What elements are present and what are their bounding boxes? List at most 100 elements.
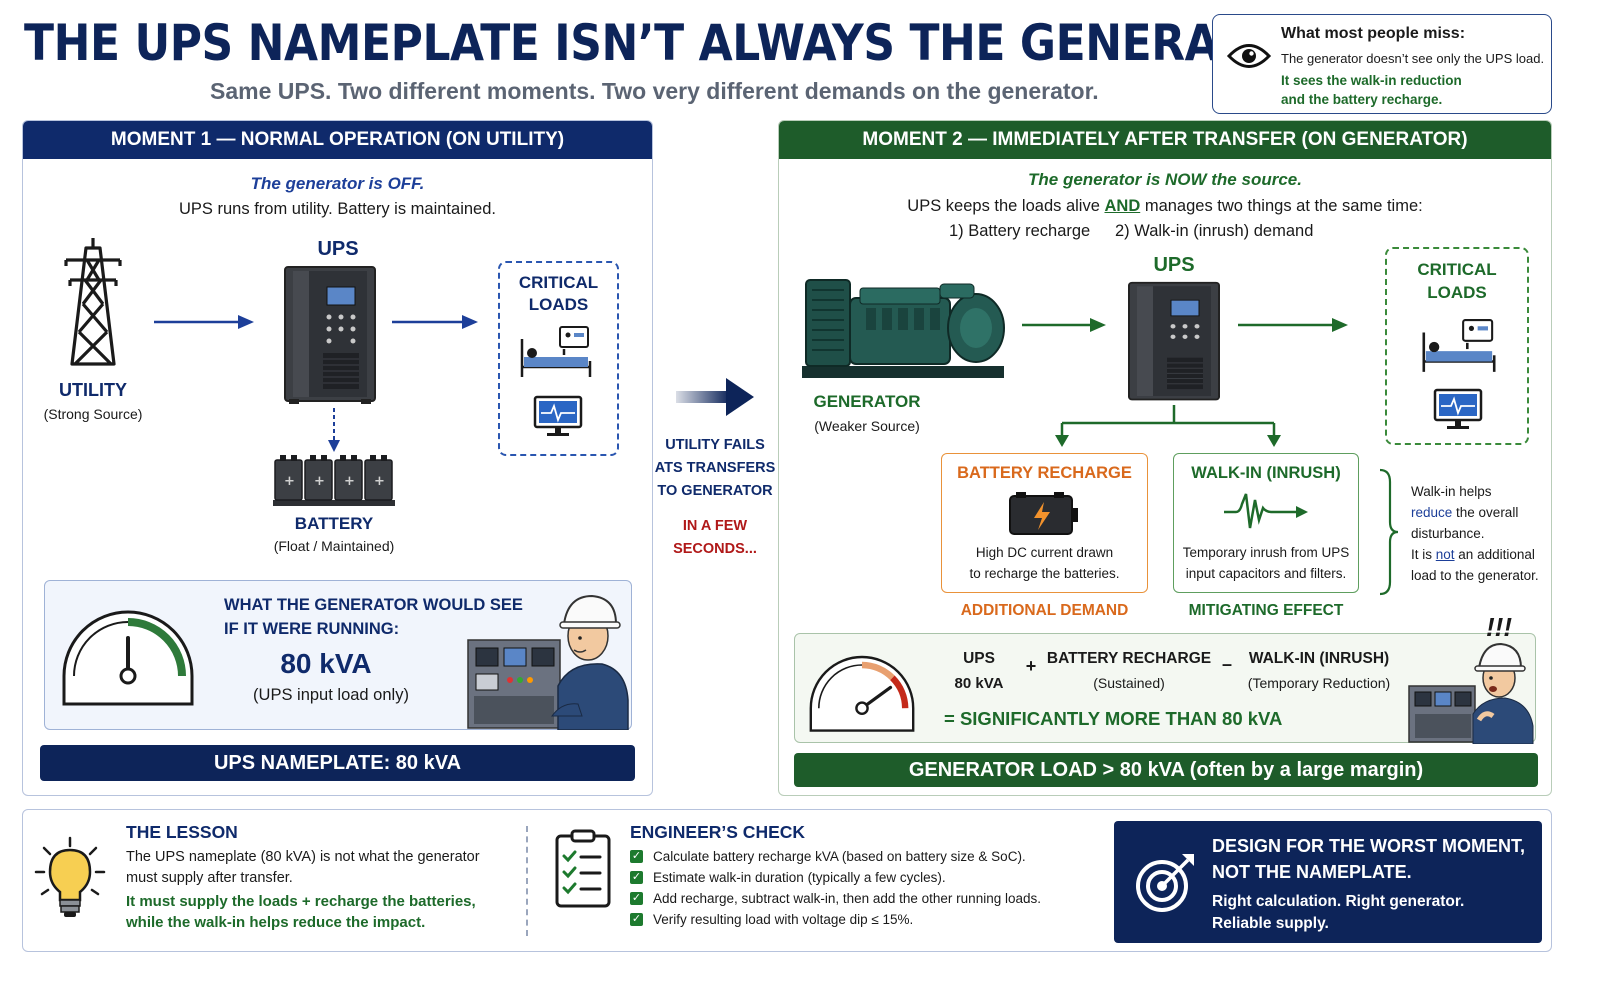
battery-sub: (Float / Maintained) xyxy=(273,538,395,554)
battery-bank-icon: ++++ xyxy=(271,452,397,508)
eq-plus: + xyxy=(1025,656,1037,676)
moment2-desc: UPS keeps the loads alive AND manages tw… xyxy=(778,197,1552,216)
transition-warning-line: SECONDS... xyxy=(673,541,757,557)
eye-icon xyxy=(1227,41,1271,71)
moment1-status: The generator is OFF. xyxy=(250,174,425,193)
battery-charging-icon xyxy=(1006,490,1082,536)
gauge-title-line: WHAT THE GENERATOR WOULD SEE xyxy=(224,596,523,614)
walkin-note-emph: reduce xyxy=(1411,505,1453,520)
lesson-line: must supply after transfer. xyxy=(126,870,293,886)
target-icon xyxy=(1134,850,1198,914)
eq-walkin: WALK-IN (INRUSH) xyxy=(1248,650,1390,667)
check-title: ENGINEER’S CHECK xyxy=(630,822,806,842)
eq-recharge-sub: (Sustained) xyxy=(1093,675,1165,691)
lesson-title: THE LESSON xyxy=(126,822,238,842)
ups-label: UPS xyxy=(317,238,359,260)
walkin-tag: MITIGATING EFFECT xyxy=(1188,602,1344,619)
callout-line: and the battery recharge. xyxy=(1281,92,1443,107)
critical-loads-line: CRITICAL xyxy=(1417,260,1497,279)
transition-line: UTILITY FAILS xyxy=(665,437,765,453)
critical-loads-line: LOADS xyxy=(528,295,589,314)
clipboard-checklist-icon xyxy=(554,828,612,908)
ups-cabinet-icon xyxy=(1127,281,1221,403)
svg-text:+: + xyxy=(284,474,295,489)
walkin-desc: Temporary inrush from UPS input capacito… xyxy=(1173,542,1359,584)
lesson-line: It must supply the loads + recharge the … xyxy=(126,893,476,910)
eq-result: = SIGNIFICANTLY MORE THAN 80 kVA xyxy=(944,708,1283,729)
eq-recharge: BATTERY RECHARGE xyxy=(1046,650,1212,667)
checkbox-checked-icon: ✓ xyxy=(630,871,643,884)
walkin-note-text: an additional xyxy=(1454,547,1535,562)
recharge-desc-line: High DC current drawn xyxy=(975,545,1114,560)
check-item-text: Calculate battery recharge kVA (based on… xyxy=(653,849,1026,864)
generator-label: GENERATOR xyxy=(813,392,921,411)
recharge-title: BATTERY RECHARGE xyxy=(957,464,1132,482)
eq-minus: – xyxy=(1221,654,1232,674)
big-arrow-icon xyxy=(674,376,756,418)
arrow-right-icon xyxy=(152,312,256,332)
design-heading: DESIGN FOR THE WORST MOMENT, NOT THE NAM… xyxy=(1212,833,1525,885)
section-divider xyxy=(526,826,528,936)
moment2-desc-text: manages two things at the same time: xyxy=(1140,197,1423,215)
lightbulb-icon xyxy=(34,836,106,920)
walkin-note-line: disturbance. xyxy=(1411,526,1485,541)
check-item-text: Estimate walk-in duration (typically a f… xyxy=(653,870,946,885)
monitor-icon xyxy=(533,395,583,439)
exclamation-marks: !!! xyxy=(1486,612,1512,642)
lesson-line: The UPS nameplate (80 kVA) is not what t… xyxy=(126,849,480,865)
check-item: ✓Calculate battery recharge kVA (based o… xyxy=(630,849,1041,864)
transition-line: TO GENERATOR xyxy=(657,483,773,499)
transition-warning-line: IN A FEW xyxy=(682,518,748,534)
utility-label: UTILITY xyxy=(59,380,127,400)
checkbox-checked-icon: ✓ xyxy=(630,892,643,905)
transition-line: ATS TRANSFERS xyxy=(654,460,776,476)
lesson-line: while the walk-in helps reduce the impac… xyxy=(126,914,426,931)
critical-loads-label: CRITICAL LOADS xyxy=(1385,258,1529,304)
walk-in-box xyxy=(1173,453,1359,593)
checkbox-checked-icon: ✓ xyxy=(630,913,643,926)
walkin-note-line: Walk-in helps xyxy=(1411,484,1492,499)
hospital-bed-icon xyxy=(1418,318,1500,376)
critical-loads-box xyxy=(498,261,619,456)
generator-load-bar: GENERATOR LOAD > 80 kVA (often by a larg… xyxy=(794,753,1538,787)
check-item: ✓ Verify resulting load with voltage dip … xyxy=(630,912,1041,927)
arrow-right-icon xyxy=(1236,315,1350,335)
check-item: ✓ Add recharge, subtract walk-in, then ad… xyxy=(630,891,1041,906)
design-heading-line: NOT THE NAMEPLATE. xyxy=(1212,862,1412,882)
callout-title: What most people miss: xyxy=(1281,25,1466,42)
battery-label: BATTERY xyxy=(294,514,374,533)
check-item-text: Verify resulting load with voltage dip ≤… xyxy=(653,912,914,927)
gauge-title: WHAT THE GENERATOR WOULD SEE IF IT WERE … xyxy=(224,593,523,641)
callout-line: The generator doesn’t see only the UPS l… xyxy=(1281,51,1545,66)
critical-loads-line: LOADS xyxy=(1427,283,1487,302)
engineer-illustration xyxy=(1407,640,1535,744)
brace-icon xyxy=(1376,468,1400,596)
monitor-icon xyxy=(1432,388,1484,432)
walkin-note-emph: not xyxy=(1435,547,1455,562)
moment2-desc-text: UPS keeps the loads alive xyxy=(907,197,1105,215)
ups-label: UPS xyxy=(1153,254,1195,276)
svg-text:+: + xyxy=(344,474,355,489)
generator-icon xyxy=(800,270,1010,382)
design-sub: Right calculation. Right generator. Reli… xyxy=(1212,891,1464,935)
callout-box: What most people miss: The generator doe… xyxy=(1212,14,1552,114)
moment2-item: 1) Battery recharge xyxy=(949,222,1091,240)
critical-loads-box xyxy=(1385,247,1529,445)
walkin-desc-line: input capacitors and filters. xyxy=(1185,566,1347,581)
recharge-tag: ADDITIONAL DEMAND xyxy=(960,602,1129,619)
moment2-item: 2) Walk-in (inrush) demand xyxy=(1115,222,1314,240)
ups-nameplate-bar: UPS NAMEPLATE: 80 kVA xyxy=(40,745,635,781)
svg-text:+: + xyxy=(314,474,325,489)
page-subtitle: Same UPS. Two different moments. Two ver… xyxy=(210,78,1099,104)
check-item-text: Add recharge, subtract walk-in, then add… xyxy=(653,891,1041,906)
moment2-heading: MOMENT 2 — IMMEDIATELY AFTER TRANSFER (O… xyxy=(779,121,1551,159)
hospital-bed-icon xyxy=(518,325,594,381)
recharge-desc: High DC current drawn to recharge the ba… xyxy=(941,542,1148,584)
arrow-right-icon xyxy=(1020,315,1108,335)
walkin-note-text: the overall xyxy=(1452,505,1519,520)
walkin-note-text: It is xyxy=(1411,547,1436,562)
transition-warning: IN A FEW SECONDS... xyxy=(654,515,776,561)
gauge-note: (UPS input load only) xyxy=(253,686,409,704)
gauge-icon xyxy=(806,642,918,736)
engineer-illustration xyxy=(466,590,630,730)
